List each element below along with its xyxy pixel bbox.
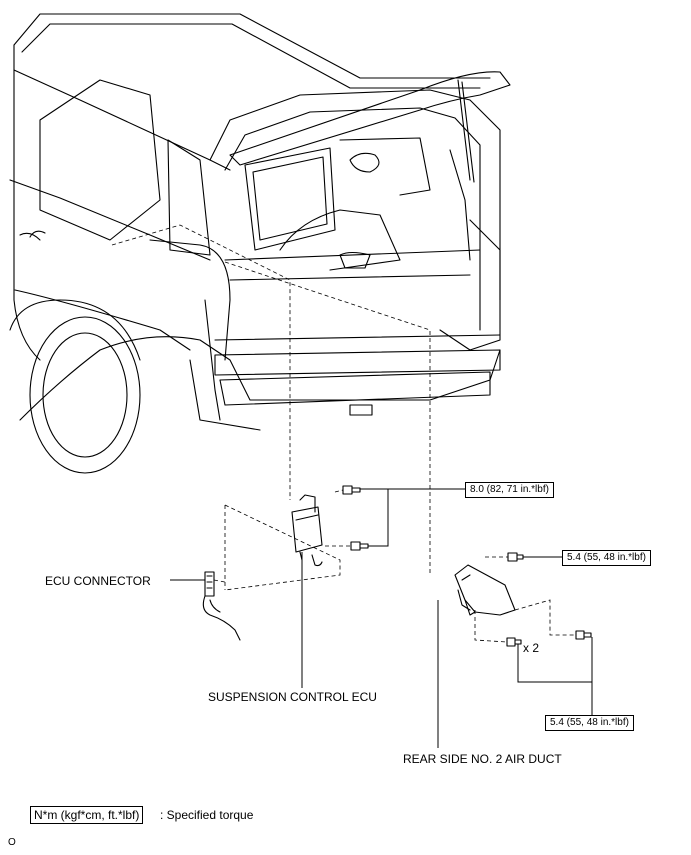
tailgate-opening [29, 71, 511, 431]
torque-duct-lower: 5.4 (55, 48 in.*lbf) [545, 715, 634, 731]
ecu-connector-part [202, 571, 241, 641]
quantity-label: x 2 [523, 641, 540, 655]
rear-wheel [9, 299, 141, 474]
air-duct-label: REAR SIDE NO. 2 AIR DUCT [403, 752, 562, 766]
dashed-guides [111, 224, 576, 643]
legend-unit-box: N*m (kgf*cm, ft.*lbf) [30, 806, 144, 824]
ecu-connector-label: ECU CONNECTOR [45, 574, 151, 588]
torque-ecu-bolts: 8.0 (82, 71 in.*lbf) [465, 482, 554, 498]
vehicle-body [9, 13, 501, 421]
air-duct-part [454, 564, 516, 616]
suspension-ecu-label: SUSPENSION CONTROL ECU [208, 690, 377, 704]
torque-duct-upper: 5.4 (55, 48 in.*lbf) [562, 550, 651, 566]
suspension-ecu-part [291, 494, 323, 567]
legend-description: : Specified torque [160, 808, 254, 822]
leader-lines [170, 488, 593, 748]
figure-code: O [8, 837, 16, 848]
